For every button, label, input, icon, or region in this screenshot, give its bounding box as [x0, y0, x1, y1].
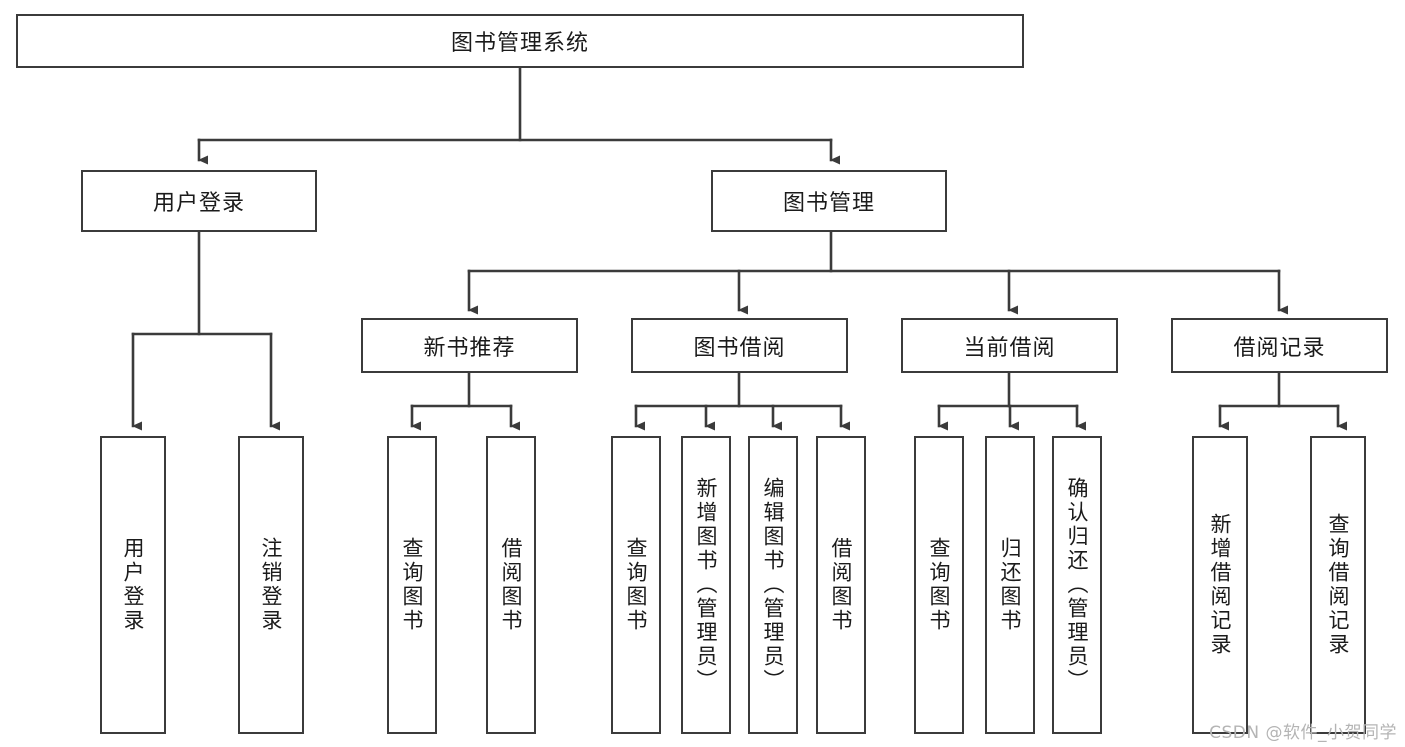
leaf-add-borrow-record[interactable]: 新增借阅记录 — [1192, 436, 1248, 734]
leaf-edit-book-admin-label: 编辑图书（管理员） — [761, 477, 786, 693]
leaf-query-book-rec-label: 查询图书 — [400, 537, 425, 633]
node-user-login-label: 用户登录 — [152, 191, 245, 216]
node-current-borrow-label: 当前借阅 — [963, 335, 1056, 361]
node-root[interactable]: 图书管理系统 — [16, 14, 1024, 68]
leaf-query-borrow-record[interactable]: 查询借阅记录 — [1310, 436, 1366, 734]
leaf-borrow-book-label: 借阅图书 — [829, 537, 854, 633]
leaf-return-book[interactable]: 归还图书 — [985, 436, 1035, 734]
node-new-book-recommend-label: 新书推荐 — [423, 335, 516, 361]
node-book-manage-label: 图书管理 — [782, 191, 875, 216]
leaf-query-book-current[interactable]: 查询图书 — [914, 436, 964, 734]
leaf-user-login[interactable]: 用户登录 — [100, 436, 166, 734]
leaf-query-book-borrow[interactable]: 查询图书 — [611, 436, 661, 734]
node-borrow-record[interactable]: 借阅记录 — [1171, 318, 1388, 373]
node-current-borrow[interactable]: 当前借阅 — [901, 318, 1118, 373]
watermark-text: CSDN @软件_小贺同学 — [1209, 723, 1397, 743]
node-book-manage[interactable]: 图书管理 — [711, 170, 947, 232]
leaf-borrow-book-rec-label: 借阅图书 — [499, 537, 524, 633]
leaf-query-borrow-record-label: 查询借阅记录 — [1326, 513, 1351, 657]
leaf-confirm-return-admin-label: 确认归还（管理员） — [1065, 477, 1090, 693]
leaf-logout[interactable]: 注销登录 — [238, 436, 304, 734]
leaf-borrow-book-rec[interactable]: 借阅图书 — [486, 436, 536, 734]
node-borrow-record-label: 借阅记录 — [1233, 335, 1326, 361]
leaf-confirm-return-admin[interactable]: 确认归还（管理员） — [1052, 436, 1102, 734]
node-book-borrow-label: 图书借阅 — [693, 335, 786, 361]
leaf-user-login-label: 用户登录 — [121, 537, 146, 633]
leaf-add-borrow-record-label: 新增借阅记录 — [1208, 513, 1233, 657]
leaf-add-book-admin[interactable]: 新增图书（管理员） — [681, 436, 731, 734]
leaf-query-book-rec[interactable]: 查询图书 — [387, 436, 437, 734]
node-new-book-recommend[interactable]: 新书推荐 — [361, 318, 578, 373]
leaf-return-book-label: 归还图书 — [998, 537, 1023, 633]
node-user-login[interactable]: 用户登录 — [81, 170, 317, 232]
leaf-query-book-borrow-label: 查询图书 — [624, 537, 649, 633]
leaf-edit-book-admin[interactable]: 编辑图书（管理员） — [748, 436, 798, 734]
leaf-logout-label: 注销登录 — [259, 537, 284, 633]
leaf-add-book-admin-label: 新增图书（管理员） — [694, 477, 719, 693]
node-book-borrow[interactable]: 图书借阅 — [631, 318, 848, 373]
leaf-query-book-current-label: 查询图书 — [927, 537, 952, 633]
node-root-label: 图书管理系统 — [450, 31, 589, 56]
leaf-borrow-book[interactable]: 借阅图书 — [816, 436, 866, 734]
